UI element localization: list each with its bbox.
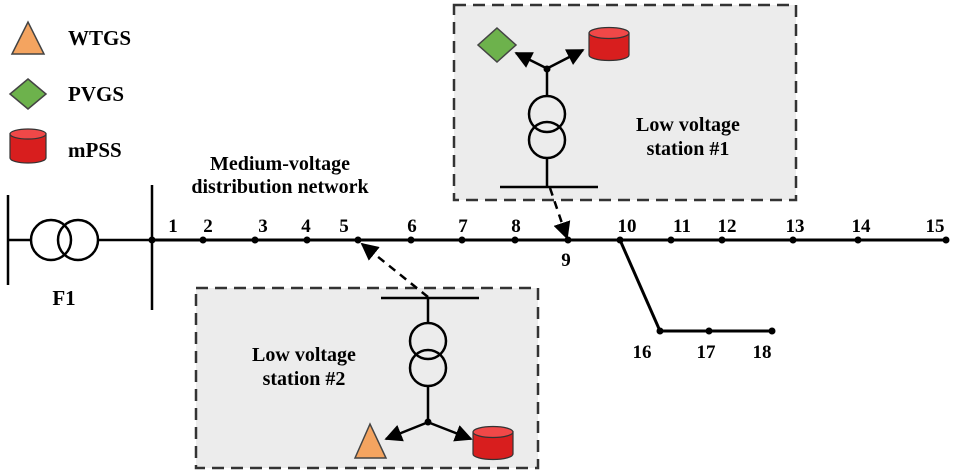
feeder-label: F1 bbox=[52, 286, 75, 310]
node-label-8: 8 bbox=[511, 216, 521, 237]
node-label-9: 9 bbox=[561, 250, 571, 271]
node-label-10: 10 bbox=[618, 216, 637, 237]
node-dot bbox=[854, 236, 862, 244]
node-label-5: 5 bbox=[339, 216, 349, 237]
network-title-line2: distribution network bbox=[191, 176, 369, 198]
node-dot bbox=[511, 236, 519, 244]
node-label-1: 1 bbox=[168, 216, 178, 237]
node-dot bbox=[564, 236, 572, 244]
node-label-2: 2 bbox=[203, 216, 213, 237]
low-voltage-station-1: Low voltage station #1 bbox=[452, 3, 798, 202]
station1-label-line1: Low voltage bbox=[636, 114, 740, 136]
station2-label-line1: Low voltage bbox=[252, 344, 356, 366]
legend-label-wtgs: WTGS bbox=[68, 26, 131, 50]
station1-label-line2: station #1 bbox=[647, 138, 730, 160]
mpss-cylinder-icon bbox=[9, 128, 47, 164]
network-title-line1: Medium-voltage bbox=[210, 153, 350, 175]
node-label-3: 3 bbox=[258, 216, 268, 237]
legend-label-pvgs: PVGS bbox=[68, 82, 124, 106]
pvgs-diamond-icon bbox=[476, 26, 518, 64]
legend-label-mpss: mPSS bbox=[68, 138, 122, 162]
station2-connection bbox=[360, 242, 429, 298]
node-dot bbox=[251, 236, 259, 244]
node-label-12: 12 bbox=[718, 216, 737, 237]
node-dot bbox=[303, 236, 311, 244]
node-dots bbox=[148, 236, 950, 335]
node-dot bbox=[705, 327, 713, 335]
node-label-17: 17 bbox=[697, 342, 717, 363]
station1-connection bbox=[548, 187, 571, 240]
node-dot bbox=[718, 236, 726, 244]
node-label-13: 13 bbox=[786, 216, 805, 237]
node-label-15: 15 bbox=[926, 216, 945, 237]
node-dot bbox=[354, 236, 362, 244]
main-feeder-line bbox=[152, 238, 946, 333]
node-label-4: 4 bbox=[301, 216, 311, 237]
node-labels: 1 2 3 4 5 6 7 8 9 10 11 12 13 14 15 16 1… bbox=[168, 216, 944, 363]
node-dot bbox=[942, 236, 950, 244]
node-label-7: 7 bbox=[458, 216, 468, 237]
node-label-16: 16 bbox=[633, 342, 652, 363]
node-dot bbox=[789, 236, 797, 244]
node-dot bbox=[768, 327, 776, 335]
low-voltage-station-2: Low voltage station #2 bbox=[194, 286, 540, 470]
legend: WTGS PVGS mPSS bbox=[8, 20, 131, 164]
node-dot bbox=[458, 236, 466, 244]
node-dot bbox=[148, 236, 156, 244]
feeder-source bbox=[6, 185, 154, 310]
node-dot bbox=[656, 327, 664, 335]
wtgs-triangle-icon bbox=[10, 20, 46, 55]
mpss-cylinder-icon bbox=[588, 26, 630, 62]
node-dot bbox=[199, 236, 207, 244]
node-label-11: 11 bbox=[673, 216, 691, 237]
node-label-18: 18 bbox=[753, 342, 772, 363]
pvgs-diamond-icon bbox=[8, 78, 48, 110]
mpss-cylinder-icon bbox=[472, 425, 514, 461]
node-dot bbox=[616, 236, 624, 244]
wtgs-triangle-icon bbox=[353, 422, 388, 459]
node-label-6: 6 bbox=[407, 216, 417, 237]
node-dot bbox=[407, 236, 415, 244]
node-dot bbox=[667, 236, 675, 244]
station2-label-line2: station #2 bbox=[263, 368, 346, 390]
node-label-14: 14 bbox=[852, 216, 872, 237]
